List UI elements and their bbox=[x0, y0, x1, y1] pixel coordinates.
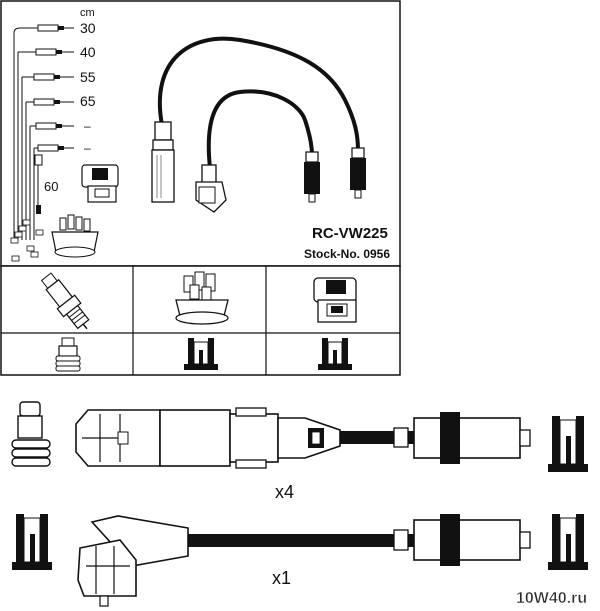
model-number: RC-VW225 bbox=[312, 225, 388, 242]
length-label-3: 55 bbox=[80, 69, 96, 85]
legend-row-3: 55 bbox=[22, 69, 96, 85]
coil-lead: 60 bbox=[34, 154, 58, 214]
length-label-1: 30 bbox=[80, 20, 96, 36]
cable-loop-inner bbox=[206, 89, 314, 169]
cap-terminal-x1 bbox=[12, 514, 52, 570]
quantity-x1: x1 bbox=[272, 568, 291, 588]
distributor-cap-icon bbox=[175, 271, 229, 325]
angled-plug-boot bbox=[195, 164, 227, 213]
legend-row-1: 30 bbox=[13, 20, 96, 36]
cable-loop-outer bbox=[158, 36, 360, 151]
cable-detail-x1: x1 bbox=[12, 514, 588, 607]
length-legend: cm 30 40 55 65 bbox=[10, 7, 119, 262]
long-plug-boot bbox=[151, 121, 175, 203]
legend-row-2: 40 bbox=[18, 44, 96, 60]
cable-segment-x1 bbox=[188, 534, 414, 547]
coil-terminal-type-icon bbox=[318, 338, 352, 370]
length-label-2: 40 bbox=[80, 44, 96, 60]
stock-number: Stock-No. 0956 bbox=[304, 247, 390, 261]
spark-plug-end-connector bbox=[11, 401, 51, 467]
plug-terminal-type-icon bbox=[55, 337, 81, 372]
watermark-text: 10W40.ru bbox=[516, 590, 587, 607]
legend-terminals bbox=[10, 219, 44, 262]
unit-label: cm bbox=[80, 7, 95, 19]
quantity-x4: x4 bbox=[275, 482, 294, 502]
legend-cable-drops bbox=[13, 33, 35, 240]
side-length-label: 60 bbox=[44, 179, 58, 194]
legend-row-5: – bbox=[30, 119, 91, 133]
mini-coil-icon bbox=[81, 164, 119, 203]
coil-terminal-x1 bbox=[548, 514, 588, 570]
mini-distributor-cap-icon bbox=[51, 214, 99, 258]
component-grid bbox=[0, 265, 401, 376]
legend-row-4: 65 bbox=[26, 93, 96, 109]
coil-boot-side-view bbox=[413, 412, 531, 464]
length-label-4: 65 bbox=[80, 93, 96, 109]
length-label-5: – bbox=[84, 119, 91, 133]
long-boot-side-view bbox=[75, 407, 341, 469]
spark-plug-icon bbox=[40, 272, 90, 330]
legend-row-6: – bbox=[34, 141, 91, 155]
angled-boot-side-view bbox=[77, 515, 189, 607]
coil-terminal-x4 bbox=[548, 416, 588, 472]
watermark-badge: 10W40.ru bbox=[512, 584, 598, 608]
terminal-boot-1 bbox=[304, 151, 320, 203]
cap-terminal-type-icon bbox=[184, 338, 218, 370]
coil-pack-icon bbox=[313, 277, 357, 323]
cable-detail-x4: x4 bbox=[11, 401, 588, 502]
cable-set-illustration bbox=[151, 36, 366, 213]
length-label-6: – bbox=[84, 141, 91, 155]
terminal-boot-2 bbox=[350, 147, 366, 199]
coil-boot-side-view-x1 bbox=[413, 514, 531, 566]
